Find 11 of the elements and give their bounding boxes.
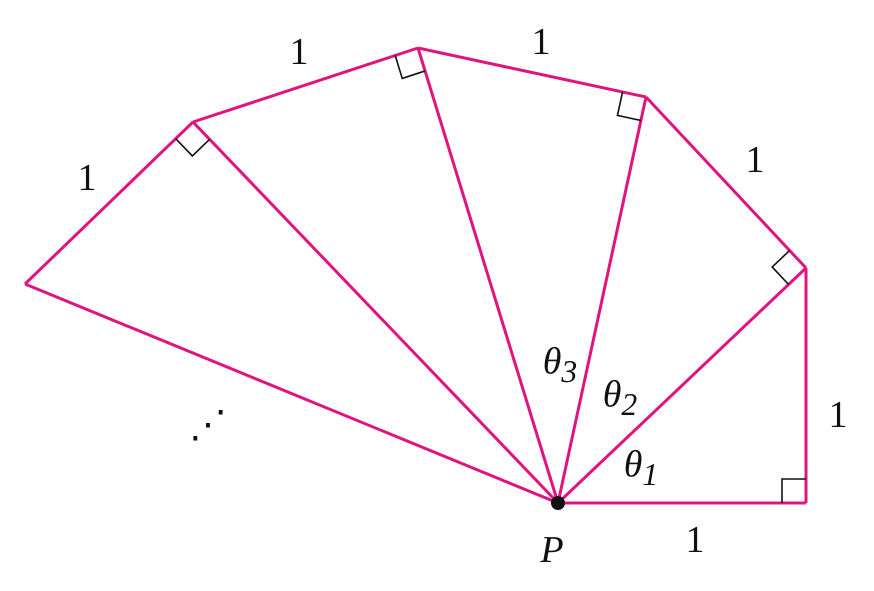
side-length-label: 1 bbox=[532, 23, 550, 61]
angle-label: θ$_{2}$ bbox=[602, 375, 638, 421]
side-length-label: 1 bbox=[78, 159, 96, 197]
side-length-label: 1 bbox=[828, 396, 848, 434]
angle-label: θ$_{3}$ bbox=[542, 342, 578, 388]
side-length-label: 1 bbox=[746, 141, 764, 179]
side-length-label: 1 bbox=[290, 33, 308, 71]
side-length-label: 1 bbox=[686, 521, 704, 559]
continuation-dots: ⋰ bbox=[189, 406, 227, 444]
angle-label: θ$_{1}$ bbox=[624, 445, 658, 491]
point-label: P bbox=[540, 531, 564, 569]
